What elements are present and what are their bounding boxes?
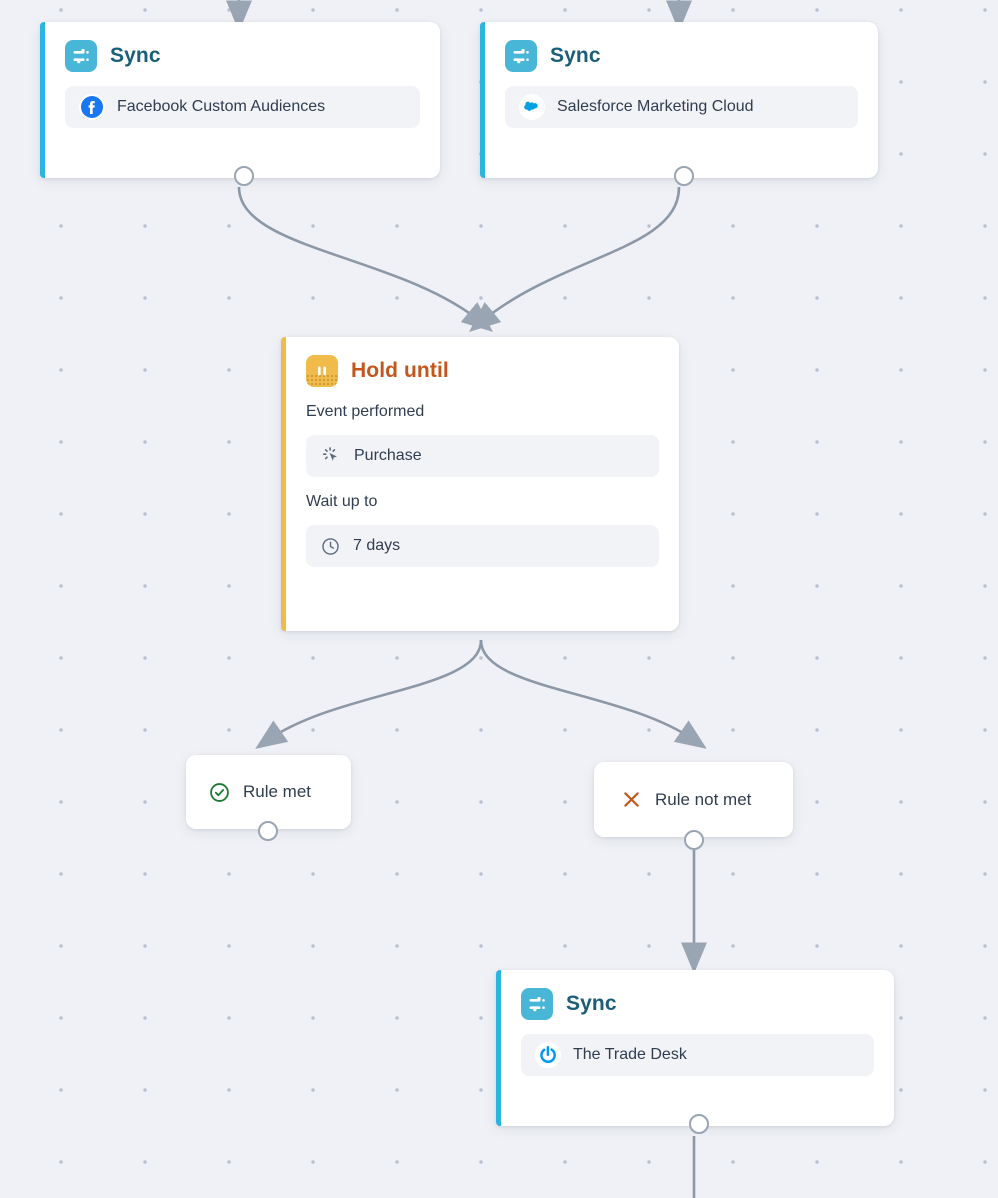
- wait-up-to-value: 7 days: [353, 537, 401, 554]
- output-handle[interactable]: [234, 166, 254, 186]
- branch-label: Rule met: [243, 782, 312, 801]
- sliders-icon: [505, 40, 537, 72]
- wait-up-to-field[interactable]: 7 days: [306, 525, 659, 567]
- output-handle[interactable]: [684, 830, 704, 850]
- node-header: Sync: [45, 22, 440, 72]
- node-sync-tradedesk[interactable]: Sync The Trade Desk: [496, 970, 894, 1134]
- clock-icon: [320, 536, 341, 557]
- output-handle[interactable]: [258, 821, 278, 841]
- destination-label: Facebook Custom Audiences: [117, 98, 326, 115]
- node-sync-salesforce[interactable]: Sync Salesforce Marketing Cloud: [480, 22, 878, 186]
- cursor-click-icon: [320, 445, 342, 467]
- event-performed-value: Purchase: [354, 447, 422, 464]
- field-label-event-performed: Event performed: [306, 403, 425, 420]
- edge-hold-to-rule-not-met: [479, 639, 707, 749]
- destination-field[interactable]: Facebook Custom Audiences: [65, 86, 420, 128]
- x-icon: [620, 788, 643, 811]
- destination-label: Salesforce Marketing Cloud: [557, 98, 754, 115]
- output-handle[interactable]: [674, 166, 694, 186]
- sliders-icon: [65, 40, 97, 72]
- node-title: Sync: [110, 44, 161, 67]
- field-label-wait-up-to: Wait up to: [306, 493, 378, 510]
- node-header: Sync: [485, 22, 878, 72]
- node-header: Hold until: [286, 337, 679, 387]
- edge-salesforce-to-hold: [468, 186, 681, 332]
- node-rule-met[interactable]: Rule met: [186, 755, 351, 841]
- node-title: Hold until: [351, 359, 449, 382]
- trade-desk-icon: [535, 1042, 561, 1068]
- edge-hold-to-rule-met: [255, 639, 483, 749]
- node-rule-not-met[interactable]: Rule not met: [594, 762, 793, 850]
- output-handle[interactable]: [689, 1114, 709, 1134]
- sliders-icon: [521, 988, 553, 1020]
- edge-facebook-to-hold: [237, 186, 494, 332]
- pause-icon: [306, 355, 338, 387]
- event-performed-field[interactable]: Purchase: [306, 435, 659, 477]
- destination-label: The Trade Desk: [573, 1046, 687, 1063]
- destination-field[interactable]: Salesforce Marketing Cloud: [505, 86, 858, 128]
- destination-field[interactable]: The Trade Desk: [521, 1034, 874, 1076]
- facebook-icon: [79, 94, 105, 120]
- branch-label: Rule not met: [655, 789, 752, 809]
- node-title: Sync: [566, 992, 617, 1015]
- node-header: Sync: [501, 970, 894, 1020]
- node-title: Sync: [550, 44, 601, 67]
- node-hold-until[interactable]: Hold until Event performed Purchase Wai: [281, 337, 679, 631]
- node-sync-facebook[interactable]: Sync Facebook Custom Audiences: [40, 22, 440, 186]
- salesforce-cloud-icon: [519, 94, 545, 120]
- check-circle-icon: [208, 781, 231, 804]
